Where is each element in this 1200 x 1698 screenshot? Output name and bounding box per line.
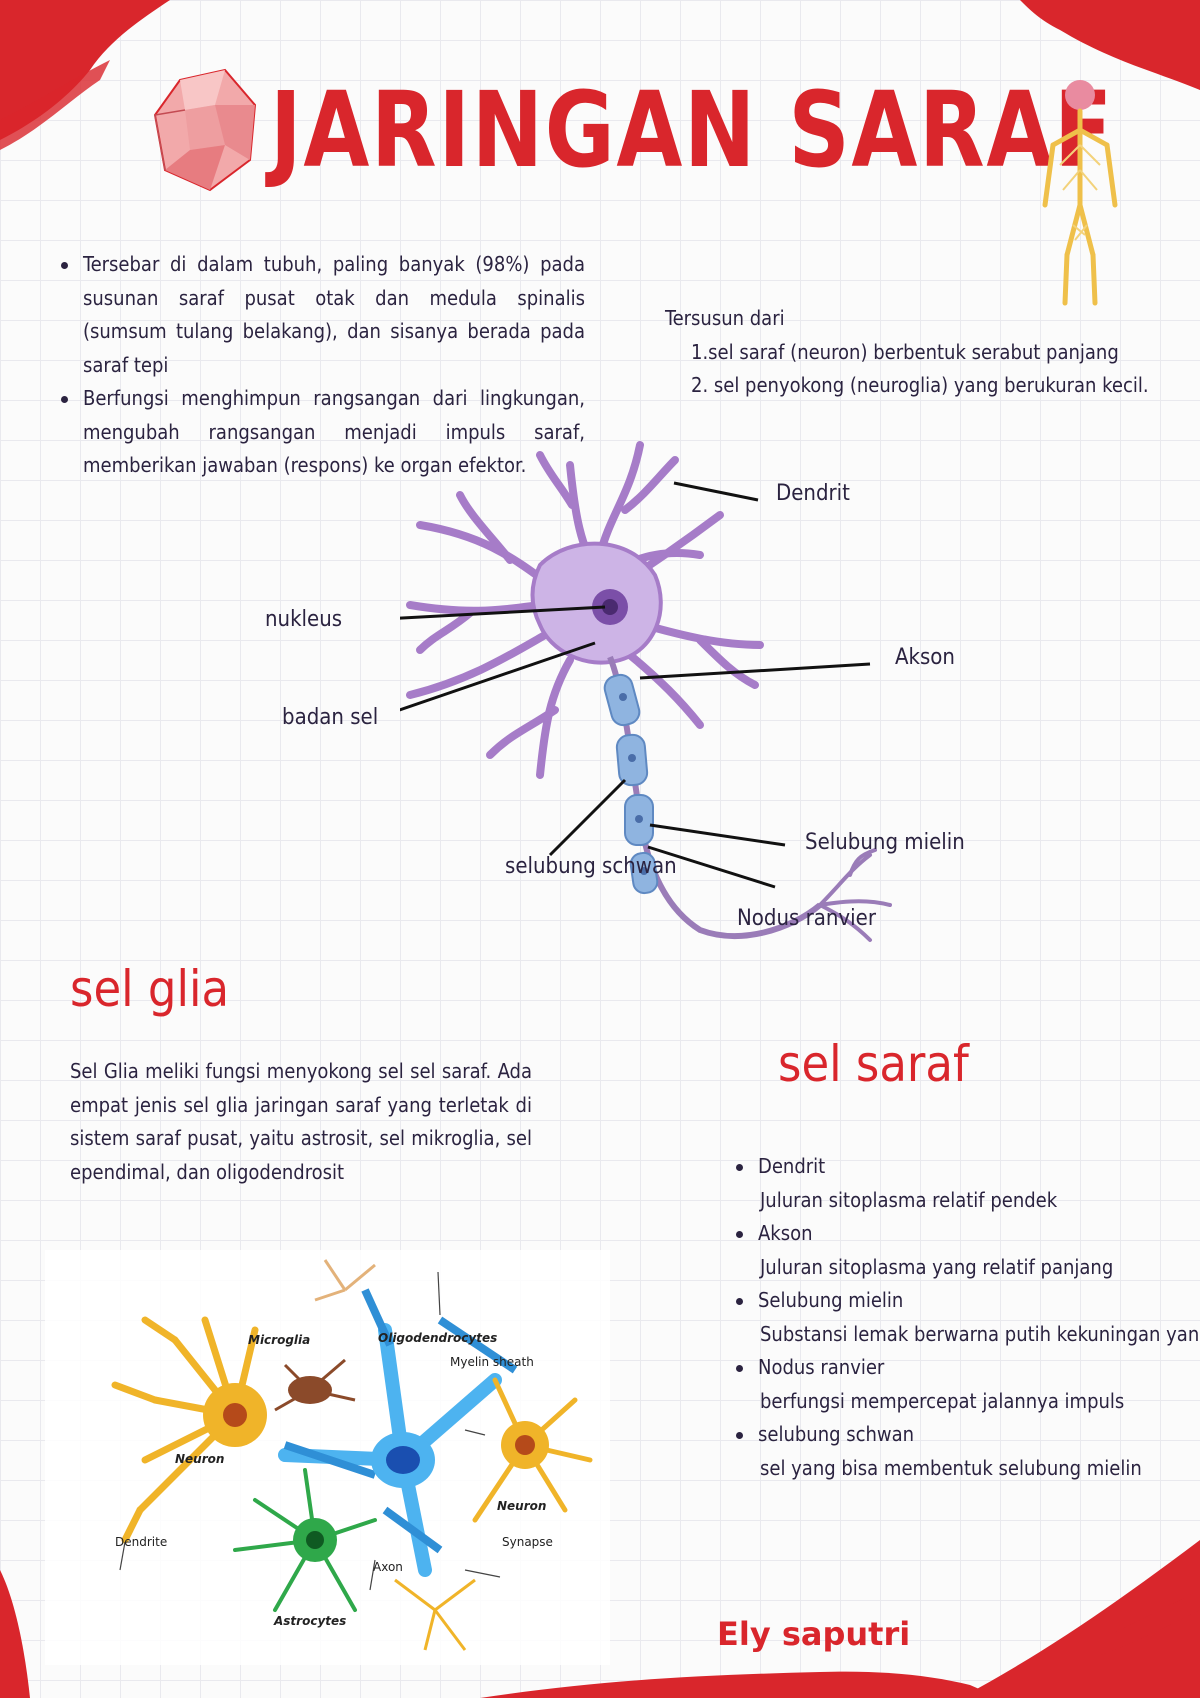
saraf-item-desc: sel yang bisa membentuk selubung mielin [760,1455,1142,1480]
saraf-item-term: Nodus ranvier [758,1355,885,1379]
saraf-item: Selubung mielin Substansi lemak berwarna… [736,1284,1200,1351]
saraf-item-term: selubung schwan [758,1422,915,1446]
label-selubung-mielin: Selubung mielin [805,830,965,855]
saraf-title: sel saraf [778,1035,969,1093]
label-selubung-schwan: selubung schwan [505,854,677,879]
intro-section: Tersebar di dalam tubuh, paling banyak (… [55,248,585,483]
saraf-item: Akson Juluran sitoplasma yang relatif pa… [736,1217,1200,1284]
glia-label-oligodendrocytes: Oligodendrocytes [378,1331,498,1345]
intro-bullet: Tersebar di dalam tubuh, paling banyak (… [61,248,585,382]
glia-text: Sel Glia meliki fungsi menyokong sel sel… [70,1059,532,1184]
glia-label-neuron-left: Neuron [175,1452,225,1466]
composition-item: 1.sel saraf (neuron) berbentuk serabut p… [691,339,1119,364]
saraf-item-term: Akson [758,1221,813,1245]
glia-label-axon: Axon [373,1560,403,1574]
human-nervous-system-icon [1042,80,1118,306]
glia-label-microglia: Microglia [248,1333,311,1347]
saraf-item-desc: Substansi lemak berwarna putih kekuninga… [760,1321,1200,1346]
composition-item: 2. sel penyokong (neuroglia) yang beruku… [691,373,1149,397]
glia-label-dendrite: Dendrite [115,1535,168,1549]
composition-heading: Tersusun dari [665,306,785,330]
saraf-item: selubung schwan sel yang bisa membentuk … [736,1418,1200,1485]
saraf-item-desc: berfungsi mempercepat jalannya impuls [760,1388,1125,1413]
glia-label-synapse: Synapse [502,1535,553,1549]
glia-label-astrocytes: Astrocytes [274,1614,347,1628]
glia-label-myelin-sheath: Myelin sheath [450,1355,534,1369]
intro-bullet: Berfungsi menghimpun rangsangan dari lin… [61,382,585,483]
saraf-item: Dendrit Juluran sitoplasma relatif pende… [736,1150,1200,1217]
saraf-item-desc: Juluran sitoplasma relatif pendek [760,1187,1058,1212]
saraf-item: Nodus ranvier berfungsi mempercepat jala… [736,1351,1200,1418]
neuron-diagram [400,441,892,942]
label-akson: Akson [895,645,955,670]
saraf-item-desc: Juluran sitoplasma yang relatif panjang [760,1254,1114,1279]
saraf-list: Dendrit Juluran sitoplasma relatif pende… [730,1150,1200,1485]
label-nodus-ranvier: Nodus ranvier [737,906,876,931]
label-badan-sel: badan sel [282,705,379,730]
glia-cells-image [45,1250,610,1665]
composition-section: Tersusun dari 1.sel saraf (neuron) berbe… [665,302,1185,403]
label-nukleus: nukleus [265,607,343,632]
label-dendrit: Dendrit [776,481,850,506]
page-title: JARINGAN SARAF [270,69,1114,191]
glia-title: sel glia [70,960,230,1018]
saraf-item-term: Selubung mielin [758,1288,904,1312]
crystal-icon [153,68,257,192]
glia-label-neuron-right: Neuron [497,1499,547,1513]
saraf-item-term: Dendrit [758,1154,826,1178]
author-name: Ely saputri [717,1615,911,1653]
